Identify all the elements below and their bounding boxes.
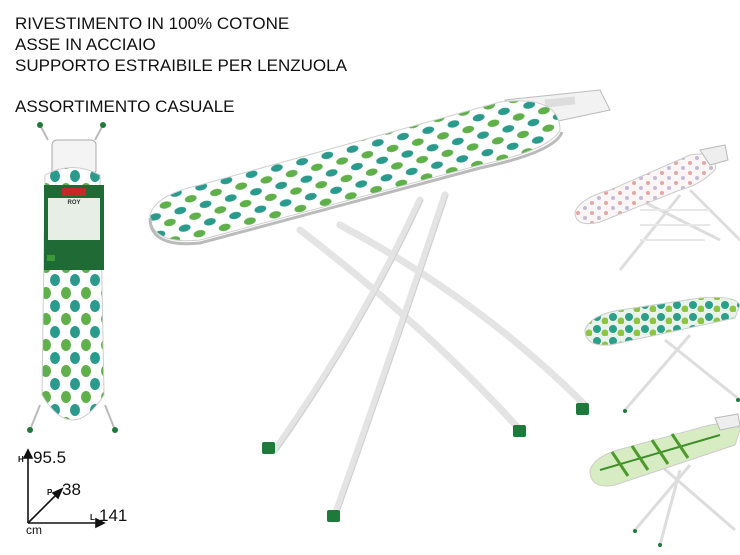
height-axis-label: H bbox=[18, 455, 24, 464]
variant-board-circles bbox=[584, 296, 740, 413]
length-axis-label: L bbox=[90, 513, 95, 522]
package-model-name: ROY bbox=[67, 200, 81, 206]
brand-logo bbox=[62, 188, 86, 196]
main-ironing-board bbox=[148, 89, 611, 522]
depth-value: 38 bbox=[62, 480, 81, 499]
foot-cap bbox=[327, 510, 340, 522]
foot-cap bbox=[576, 403, 589, 415]
dimension-axes bbox=[22, 448, 106, 529]
assortment-note: ASSORTIMENTO CASUALE bbox=[15, 97, 235, 116]
variant-board-fern bbox=[589, 413, 740, 547]
feature-cotton: RIVESTIMENTO IN 100% COTONE bbox=[15, 14, 290, 33]
foot-cap bbox=[513, 425, 526, 437]
depth-axis-label: P bbox=[47, 488, 53, 497]
feature-steel: ASSE IN ACCIAIO bbox=[15, 35, 156, 54]
variant-board-pink bbox=[574, 144, 740, 271]
packaged-board bbox=[27, 122, 118, 433]
height-value: 95.5 bbox=[33, 448, 67, 467]
feature-sheet-support: SUPPORTO ESTRAIBILE PER LENZUOLA bbox=[15, 56, 347, 75]
unit-label: cm bbox=[26, 523, 42, 537]
foot-cap bbox=[262, 442, 275, 454]
length-value: 141 bbox=[99, 506, 128, 525]
